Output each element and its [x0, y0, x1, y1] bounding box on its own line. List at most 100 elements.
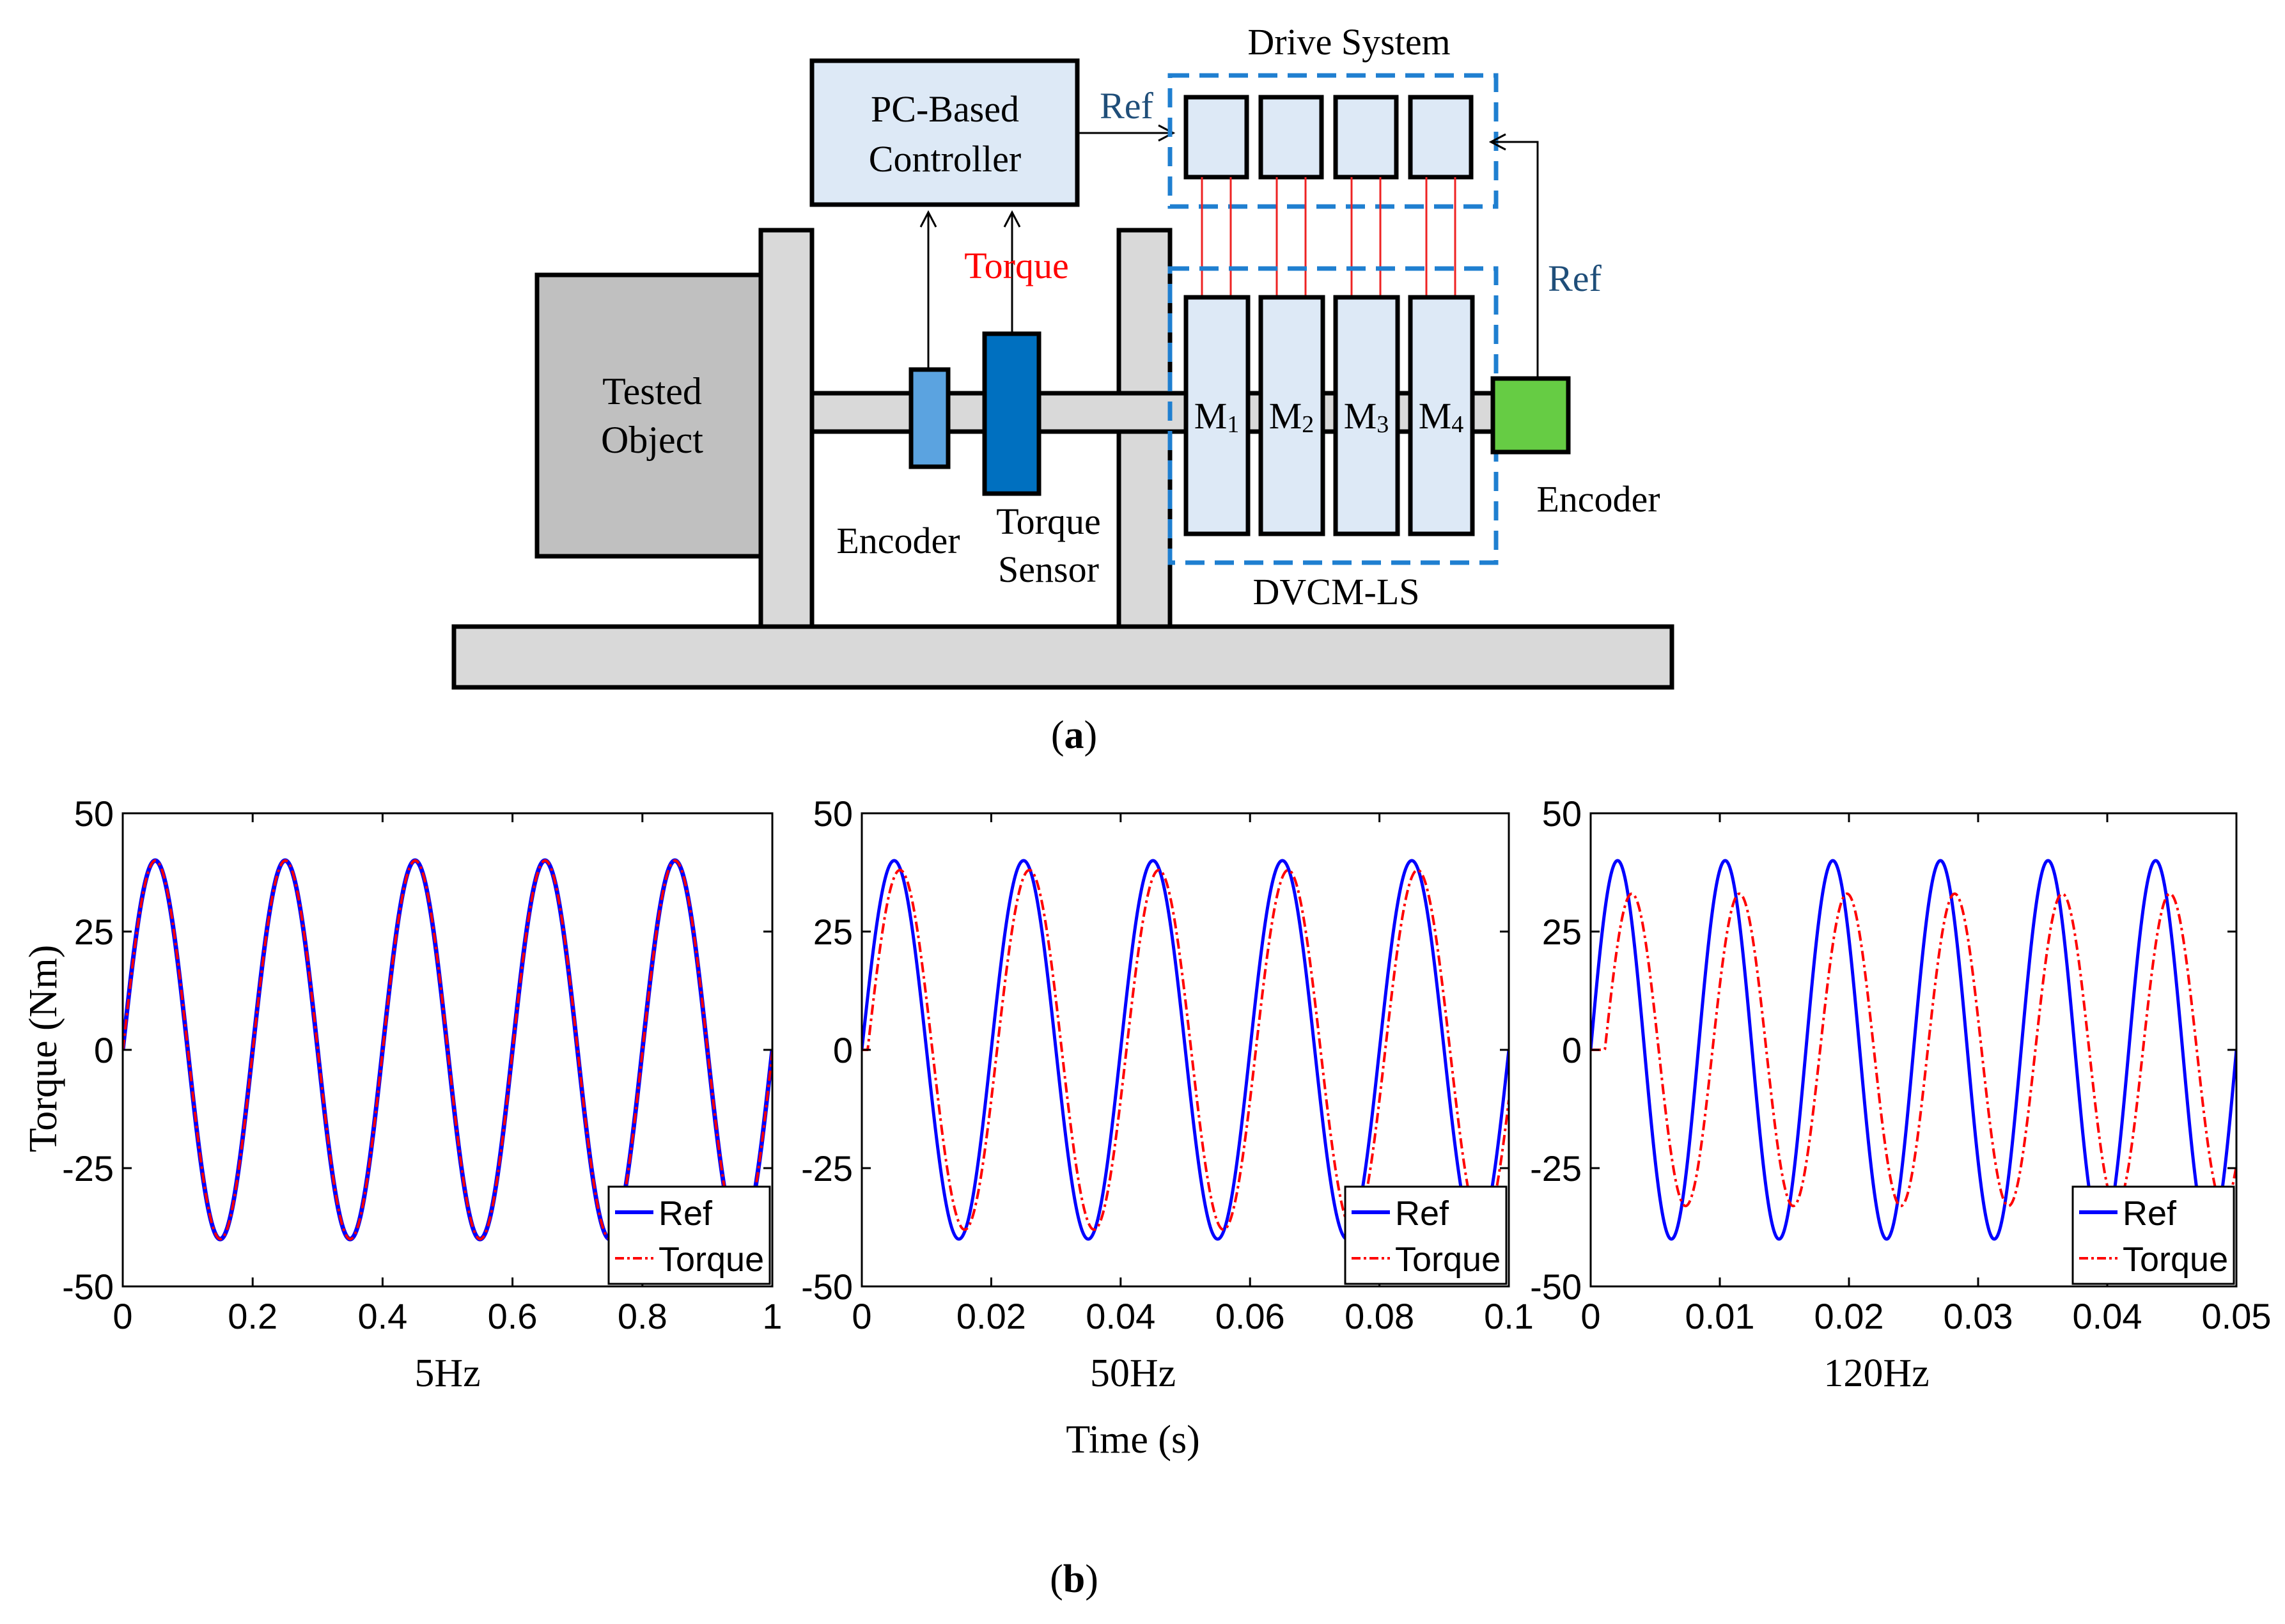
x-tick-label: 0.01 — [1685, 1296, 1755, 1336]
plot-120hz: 0 0.01 0.02 0.03 0.04 0.05 -50 -25 0 25 50RefTorqu… — [1530, 793, 2271, 1336]
driver-4 — [1408, 95, 1474, 180]
x-tick-label: 0.1 — [1484, 1296, 1534, 1336]
encoder-left-label: Encoder — [836, 520, 960, 561]
y-tick-label: 25 — [813, 912, 853, 952]
tested-object-label-line2: Object — [601, 419, 703, 461]
y-tick-label: 50 — [813, 793, 853, 834]
torque-sensor-label-line1: Torque — [996, 501, 1100, 542]
y-tick-label: 50 — [1542, 793, 1582, 834]
encoder-left-block — [909, 367, 951, 469]
series-torque-line — [862, 868, 1509, 1231]
series-torque-line — [123, 859, 772, 1240]
x-tick-label: 0.08 — [1345, 1296, 1414, 1336]
torque-sensor-block — [982, 331, 1041, 496]
motor-3-label: M3 — [1344, 395, 1389, 438]
y-tick-label: -25 — [801, 1148, 853, 1189]
x-tick-label: 0.05 — [2202, 1296, 2272, 1336]
x-tick-label: 0.03 — [1944, 1296, 2013, 1336]
part-a-caption: (a) — [1051, 714, 1097, 757]
ref-arrow-to-drive-head — [1158, 124, 1176, 142]
motor-1 — [1183, 295, 1251, 536]
y-tick-label: 0 — [1562, 1030, 1582, 1070]
motor-4-label: M4 — [1419, 395, 1464, 438]
subplot-caption-5hz: 5Hz — [414, 1352, 480, 1395]
series-ref-line — [862, 859, 1509, 1241]
torque-signal-arrowhead — [1003, 210, 1021, 228]
y-tick-label: -50 — [1530, 1267, 1582, 1307]
pc-controller-label-line1: PC-Based — [871, 88, 1019, 130]
x-tick-label: 0.02 — [956, 1296, 1026, 1336]
y-tick-label: -50 — [62, 1267, 114, 1307]
encoder-right-label: Encoder — [1536, 478, 1660, 520]
x-tick-label: 0.2 — [228, 1296, 277, 1336]
motor-2 — [1258, 295, 1325, 536]
tested-object-block — [534, 272, 763, 559]
x-tick-label: 0.4 — [357, 1296, 407, 1336]
encoder-signal-arrowhead — [919, 210, 937, 228]
x-tick-label: 0 — [852, 1296, 871, 1336]
time-axis-label: Time (s) — [1066, 1418, 1200, 1462]
ref-feedback-arrowhead — [1488, 133, 1506, 151]
x-tick-label: 0.8 — [618, 1296, 667, 1336]
drivers — [1183, 95, 1474, 180]
legend-label: Torque — [2123, 1240, 2228, 1279]
motor-2-label: M2 — [1269, 395, 1314, 438]
motor-4 — [1408, 295, 1475, 536]
dvcm-ls-label: DVCM-LS — [1252, 571, 1419, 613]
x-tick-label: 0 — [113, 1296, 132, 1336]
ref-from-encoder-label: Ref — [1548, 258, 1602, 299]
encoder-right-block — [1490, 376, 1571, 455]
series-ref-line — [1591, 859, 2236, 1241]
motors: M1 M2 M3 M4 — [1183, 295, 1475, 536]
legend-label: Torque — [659, 1240, 764, 1279]
torque-signal-label: Torque — [964, 245, 1068, 286]
torque-sensor-label-line2: Sensor — [998, 549, 1099, 590]
motor-3 — [1333, 295, 1400, 536]
base-plate — [451, 624, 1674, 690]
legend-label: Ref — [2123, 1194, 2177, 1233]
part-b-caption: (b) — [1050, 1558, 1098, 1601]
ref-to-drive-label: Ref — [1100, 85, 1153, 127]
pc-controller-label-line2: Controller — [869, 138, 1021, 180]
x-tick-label: 1 — [762, 1296, 782, 1336]
legend-label: Ref — [659, 1194, 713, 1233]
left-support — [758, 228, 815, 629]
series-torque-line — [1591, 892, 2236, 1208]
driver-1 — [1183, 95, 1249, 180]
y-tick-label: -25 — [1530, 1148, 1582, 1189]
legend-label: Torque — [1395, 1240, 1501, 1279]
ref-feedback-line — [1493, 141, 1539, 379]
test-bench-diagram: Tested Object Encoder Torque Sensor PC-B… — [451, 21, 1674, 690]
x-tick-label: 0.02 — [1814, 1296, 1884, 1336]
drive-system-label: Drive System — [1247, 21, 1450, 63]
subplot-caption-50hz: 50Hz — [1090, 1352, 1176, 1395]
subplot-caption-120hz: 120Hz — [1823, 1352, 1929, 1395]
y-tick-label: 25 — [74, 912, 114, 952]
x-tick-label: 0 — [1580, 1296, 1600, 1336]
driver-motor-links — [1201, 177, 1456, 297]
y-tick-label: -50 — [801, 1267, 853, 1307]
y-tick-label: 25 — [1542, 912, 1582, 952]
tested-object-label-line1: Tested — [602, 370, 702, 412]
y-axis-label: Torque (Nm) — [22, 945, 65, 1153]
y-tick-label: -25 — [62, 1148, 114, 1189]
y-tick-label: 50 — [74, 793, 114, 834]
x-tick-label: 0.6 — [488, 1296, 538, 1336]
legend-label: Ref — [1395, 1194, 1449, 1233]
y-tick-label: 0 — [94, 1030, 114, 1070]
x-tick-label: 0.04 — [2073, 1296, 2142, 1336]
x-tick-label: 0.04 — [1086, 1296, 1155, 1336]
driver-3 — [1333, 95, 1399, 180]
y-tick-label: 0 — [833, 1030, 853, 1070]
driver-2 — [1258, 95, 1324, 180]
motor-1-label: M1 — [1194, 395, 1240, 438]
x-tick-label: 0.06 — [1215, 1296, 1285, 1336]
pc-controller-block — [809, 58, 1080, 207]
